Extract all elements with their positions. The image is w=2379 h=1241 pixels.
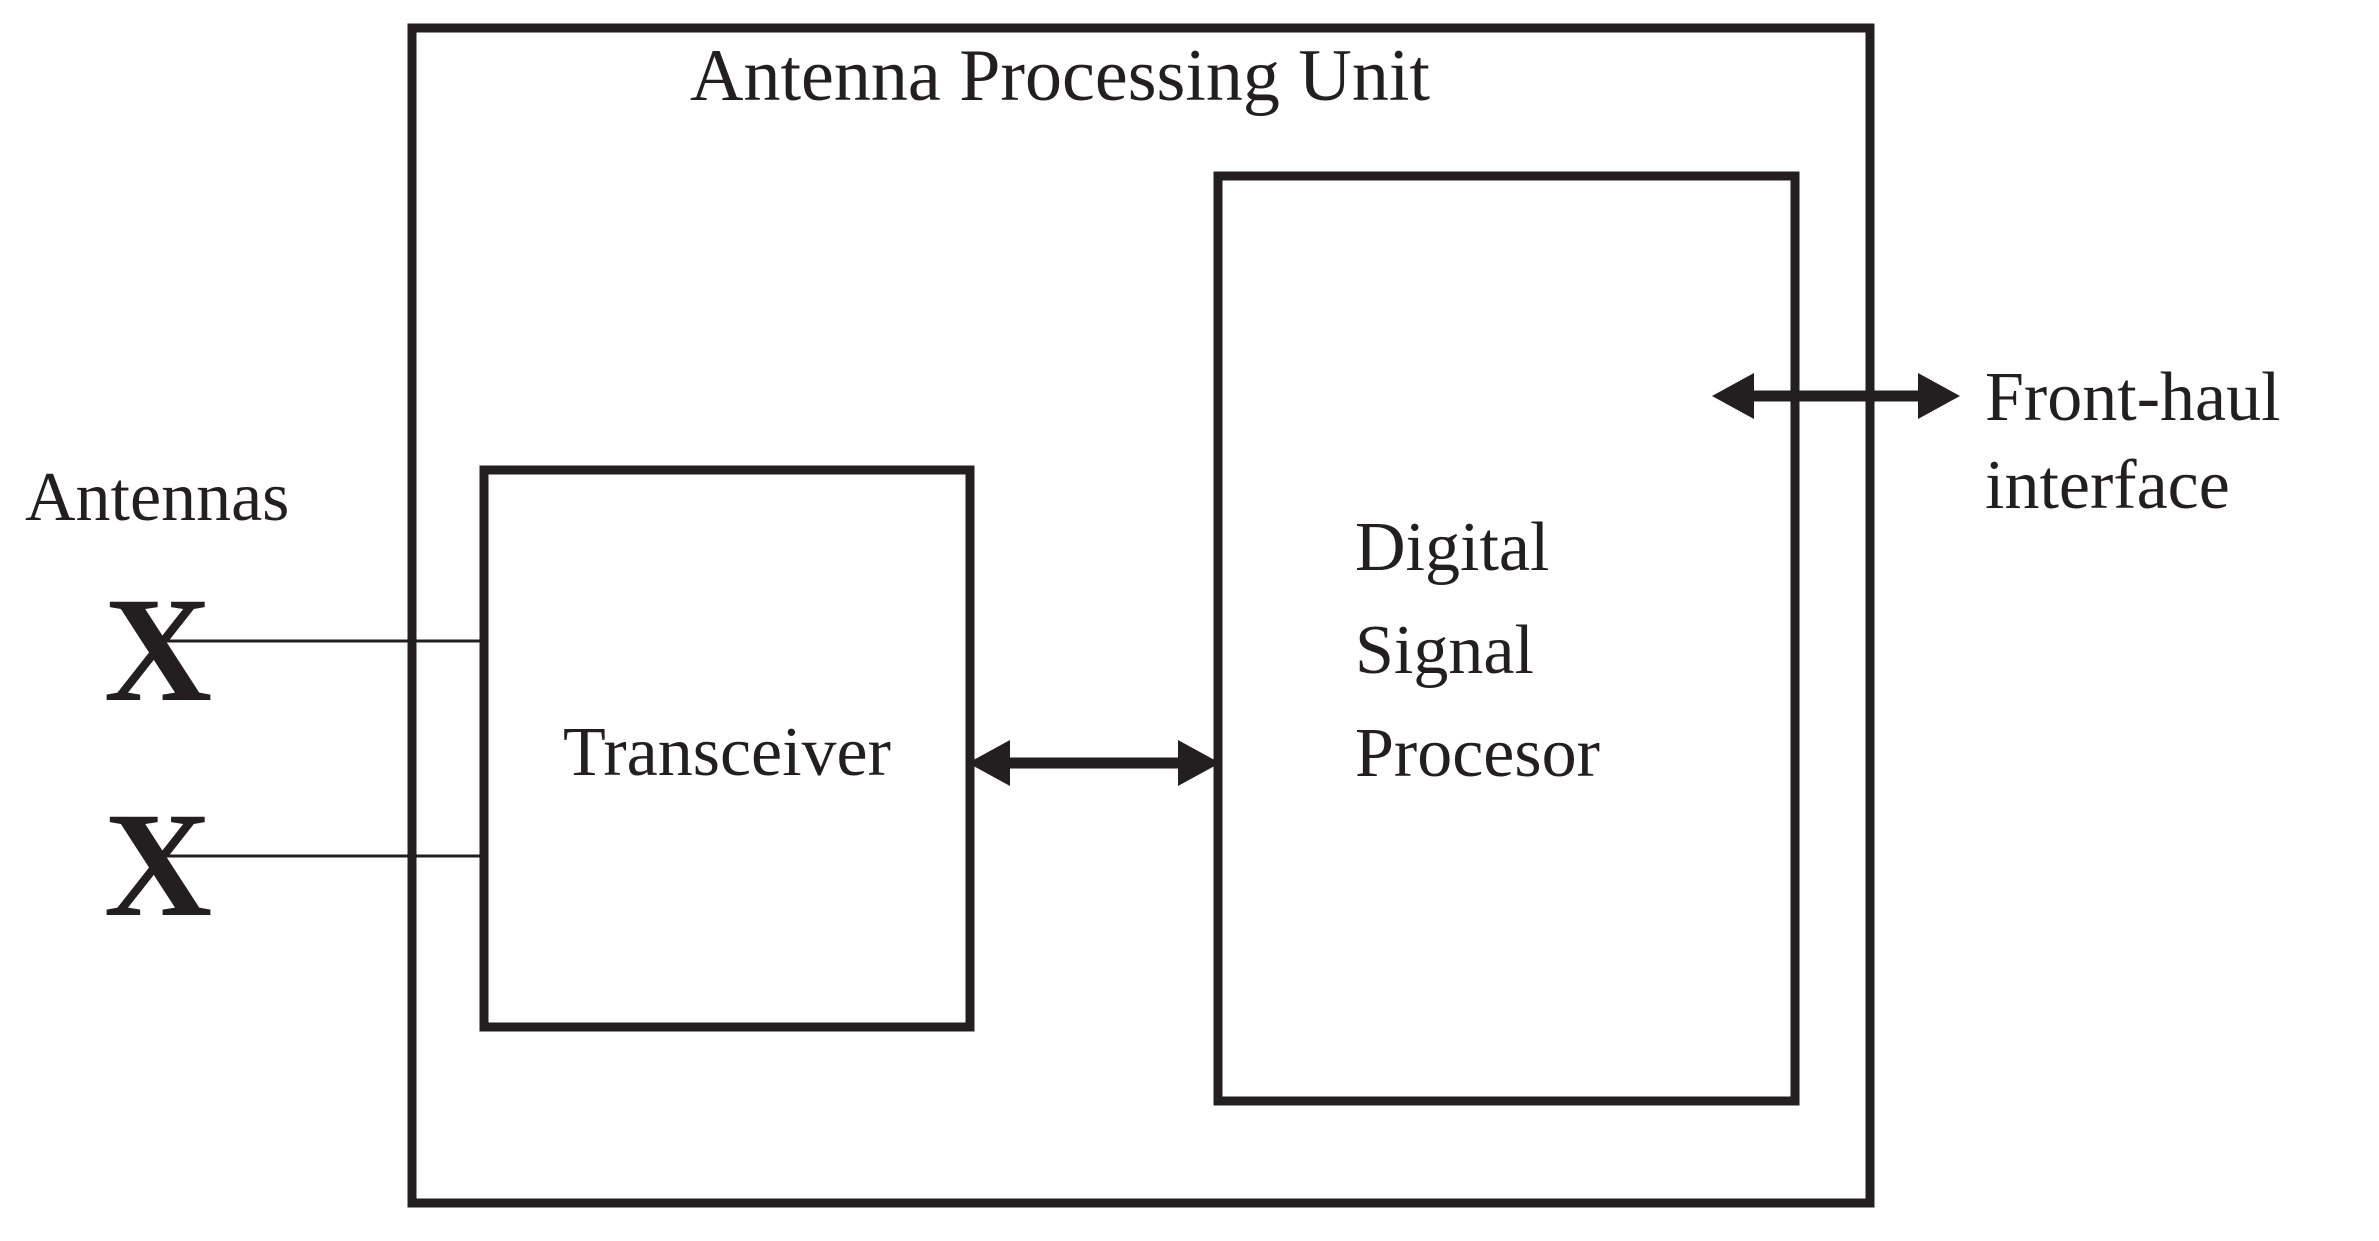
antennas-label: Antennas [25,459,289,536]
transceiver-block [479,465,975,1032]
digital-signal-processor-block [1213,171,1800,1106]
dsp-label-line-1: Digital [1355,509,1549,586]
dsp-label-line-3: Procesor [1355,715,1600,792]
antenna-symbol-2: X [104,782,212,948]
transceiver-label: Transceiver [563,714,891,791]
transceiver-dsp-arrowhead-left [968,740,1010,786]
antenna-symbol-1: X [104,567,212,733]
fronthaul-arrowhead-left [1712,373,1754,419]
dsp-label-line-2: Signal [1355,612,1534,689]
fronthaul-label-line-1: Front-haul [1985,359,2281,436]
fronthaul-arrowhead-right [1918,373,1960,419]
fronthaul-label-line-2: interface [1985,447,2230,524]
antenna-processing-unit-title: Antenna Processing Unit [690,35,1430,117]
transceiver-dsp-arrowhead-right [1178,740,1220,786]
antenna-processing-unit-frame [407,23,1875,1208]
